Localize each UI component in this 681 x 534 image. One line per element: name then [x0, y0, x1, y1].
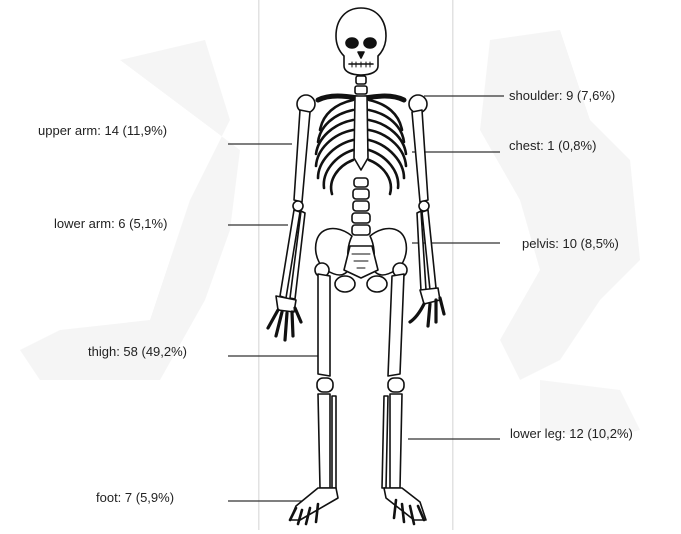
pelvis-label: pelvis: 10 (8,5%) — [522, 236, 619, 252]
lower-arm-label: lower arm: 6 (5,1%) — [54, 216, 167, 232]
sternum — [354, 96, 368, 170]
right-arm — [410, 110, 444, 326]
foot-label: foot: 7 (5,9%) — [96, 490, 174, 506]
left-leg — [290, 263, 338, 524]
skull — [336, 8, 386, 75]
chest-label: chest: 1 (0,8%) — [509, 138, 596, 154]
upper-arm-label: upper arm: 14 (11,9%) — [38, 123, 167, 139]
lower-leg-label: lower leg: 12 (10,2%) — [510, 426, 633, 442]
thigh-label: thigh: 58 (49,2%) — [88, 344, 187, 360]
right-leg — [382, 263, 426, 524]
skeleton — [268, 8, 444, 524]
shoulder-label: shoulder: 9 (7,6%) — [509, 88, 615, 104]
